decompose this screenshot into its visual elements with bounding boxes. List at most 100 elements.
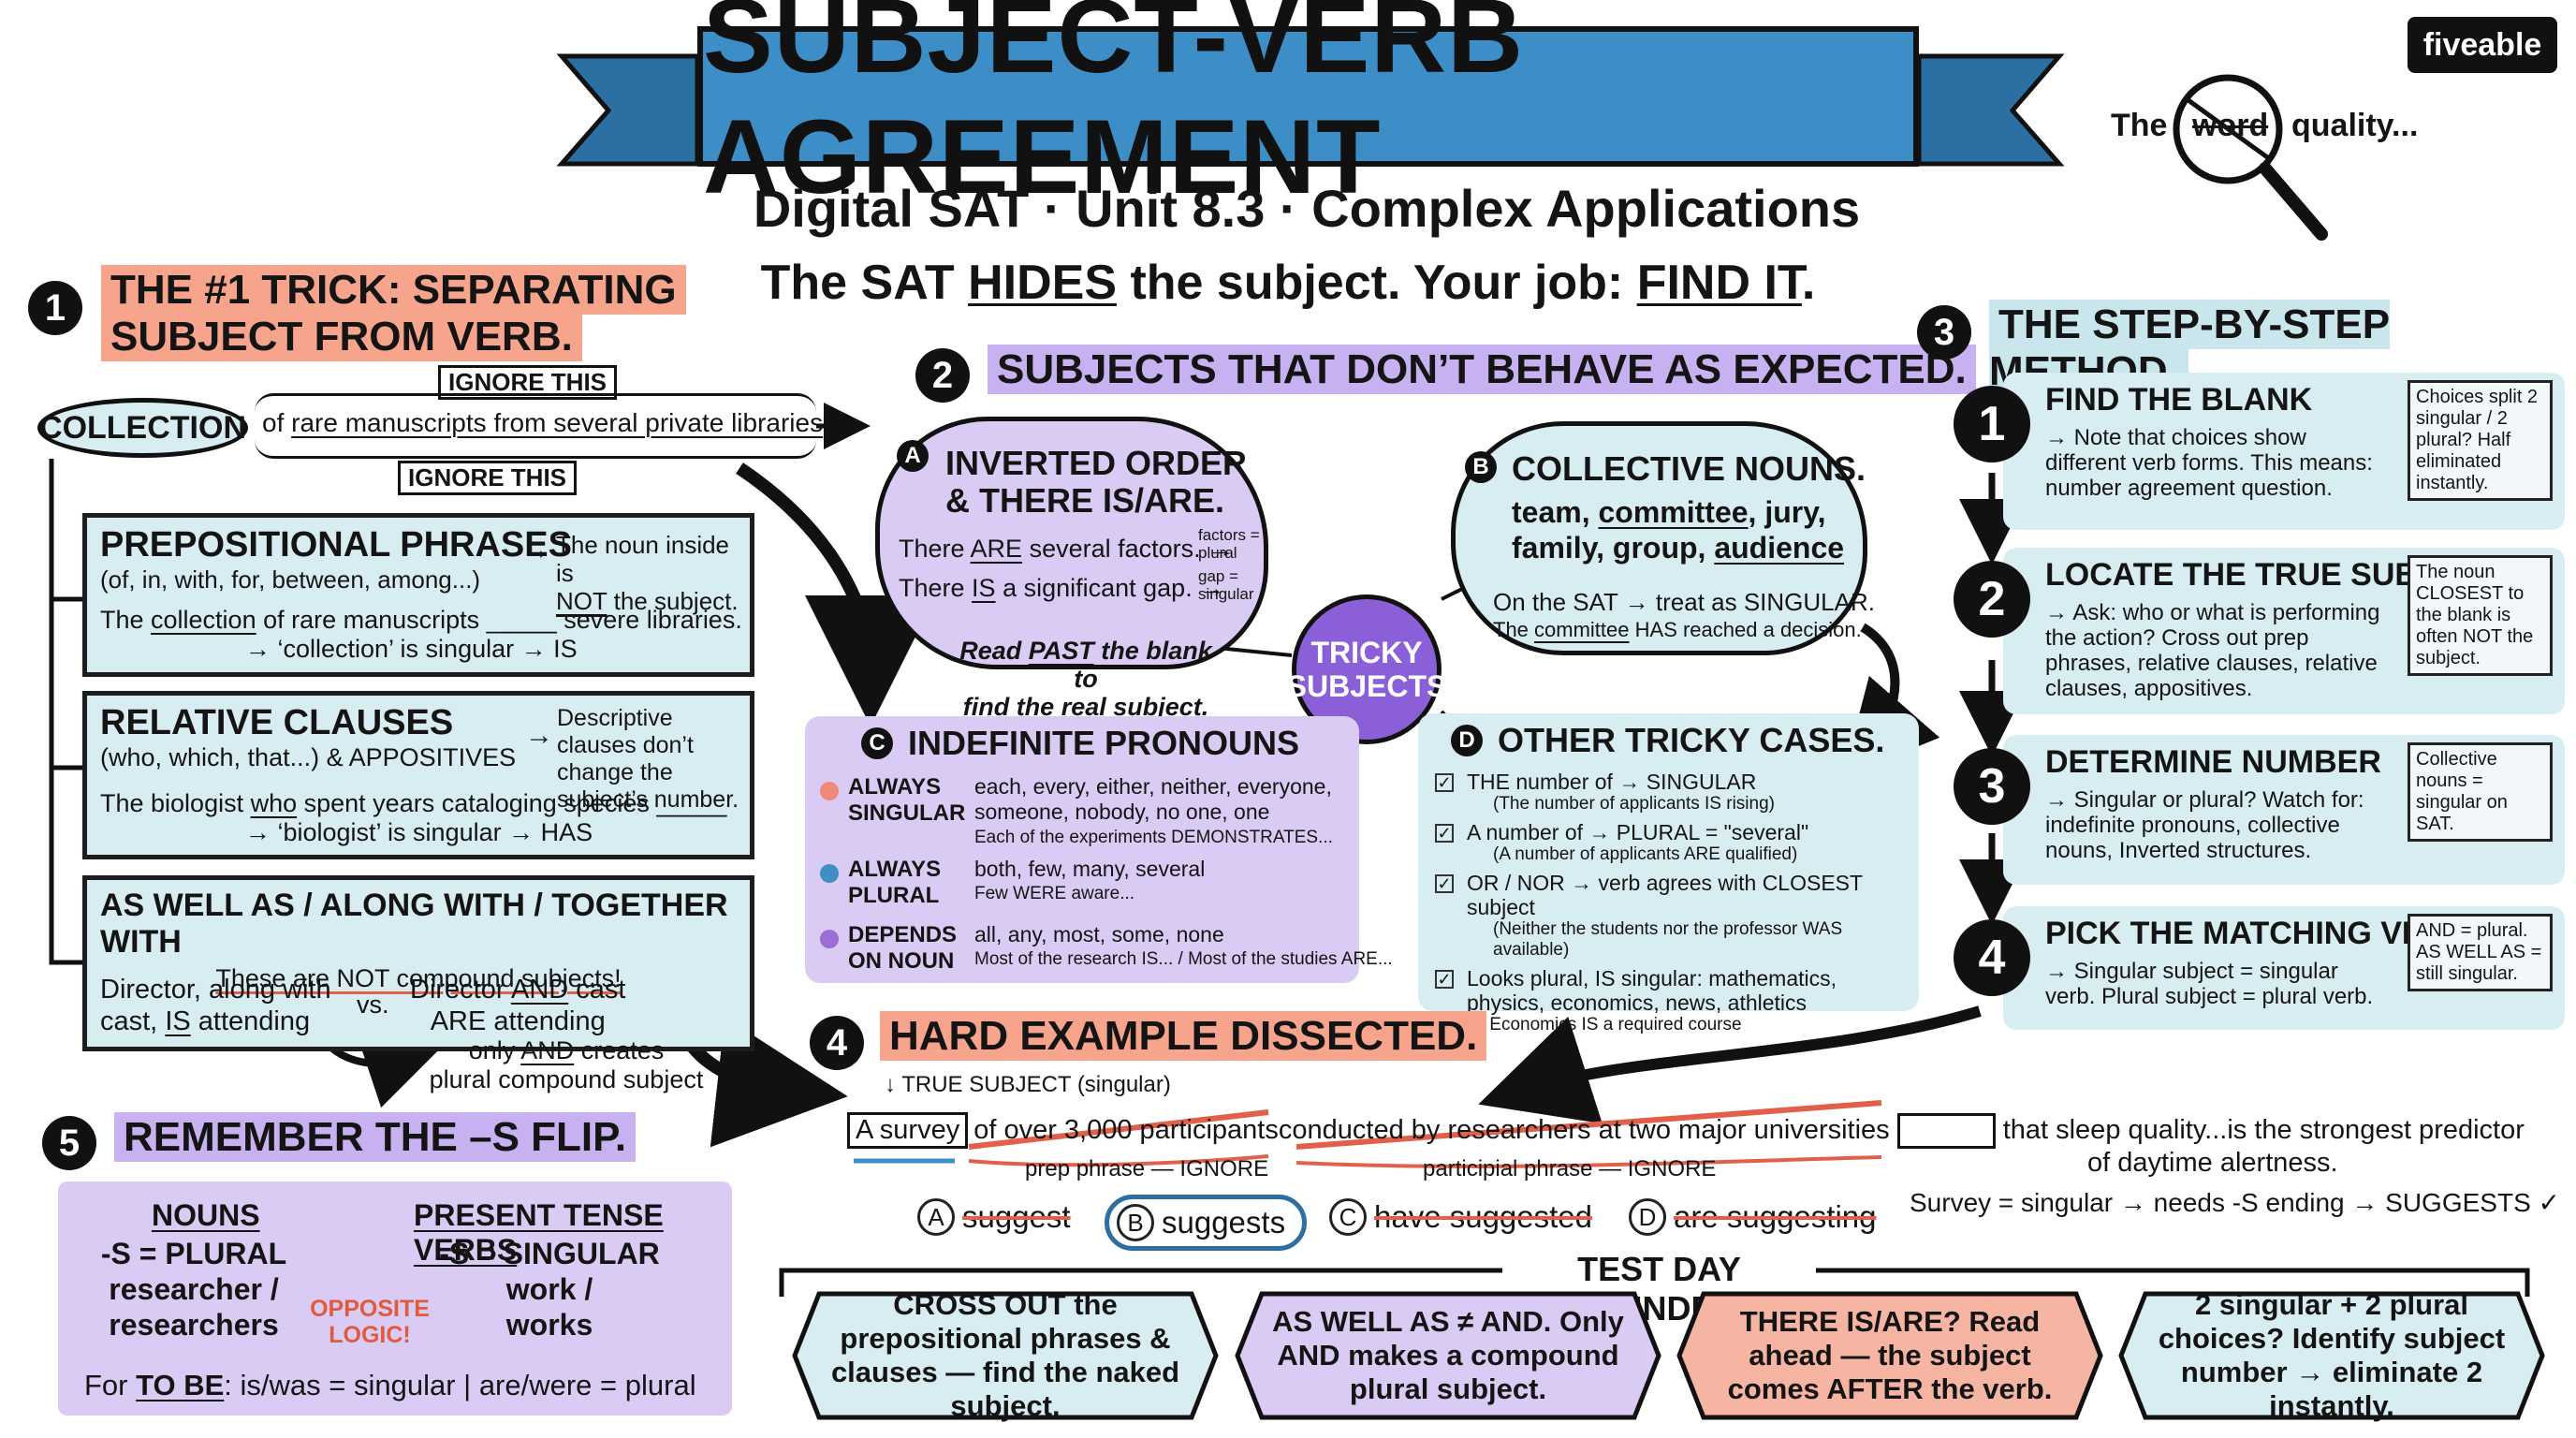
section2-title-text: SUBJECTS THAT DON’T BEHAVE AS EXPECTED.: [988, 345, 1976, 394]
reminder-card: 2 singular + 2 plural choices? Identify …: [2117, 1288, 2546, 1422]
b-ex-committee: committee: [1534, 618, 1630, 641]
aswell-left-l1: Director, along with: [100, 975, 331, 1005]
tricky-item: ✓ OR / NOR → verb agrees with CLOSEST sub…: [1435, 871, 1908, 961]
aswell-note-and: AND: [520, 1036, 575, 1064]
step-side-note: Choices split 2 singular / 2 plural? Hal…: [2408, 380, 2553, 501]
prep-title: PREPOSITIONAL PHRASES: [100, 525, 572, 565]
tricky-item: ✓THE number of → SINGULAR(The number of …: [1435, 770, 1908, 814]
reminder-card: THERE IS/ARE? Read ahead — the subject c…: [1676, 1290, 2104, 1421]
reminder-card-shape: [1676, 1291, 2103, 1420]
answer-result: Survey = singular → needs -S ending → SU…: [1910, 1188, 2560, 1217]
a-tip-past: PAST: [1028, 637, 1094, 665]
step-number: 4: [1954, 919, 2030, 996]
section2-number: 2: [915, 348, 970, 403]
aswell-title: AS WELL AS / ALONG WITH / TOGETHER WITH: [100, 888, 728, 960]
aswell-vs: vs.: [357, 990, 389, 1019]
reminder-card-shape: [792, 1291, 1219, 1420]
aswell-right-l1b: cast: [568, 975, 626, 1005]
pronoun-category: DEPENDS: [848, 922, 958, 947]
option-text: have suggested: [1374, 1199, 1593, 1234]
tricky-item-example: → Economics IS a required course: [1467, 1015, 1742, 1034]
verbs-line3: works: [505, 1308, 593, 1342]
prep-ex-b: of rare manuscripts _____ severe librari…: [256, 606, 742, 634]
box-c-letter: C: [861, 727, 893, 759]
b-l1-a: team,: [1512, 495, 1599, 529]
tagline-part: The SAT: [760, 256, 969, 310]
reminder-card-shape: [1235, 1291, 1661, 1420]
arrow-icon: →: [525, 720, 553, 751]
opposite-logic: OPPOSITE LOGIC!: [310, 1296, 430, 1348]
brand-name: fiveable: [2422, 26, 2542, 63]
cloud-a-title-l2: & THERE IS/ARE.: [945, 481, 1225, 520]
option-text: are suggesting: [1674, 1199, 1877, 1234]
ignored-phrase: of rare manuscripts from several private…: [255, 393, 823, 459]
step-card: DETERMINE NUMBER→ Singular or plural? Wa…: [2003, 735, 2565, 885]
step-side-note: The noun CLOSEST to the blank is often N…: [2408, 555, 2553, 676]
step-card: LOCATE THE TRUE SUBJECT→ Ask: who or wha…: [2003, 548, 2565, 714]
rel-example: The biologist who spent years cataloging…: [100, 789, 737, 818]
a-ex2-is: IS: [972, 574, 996, 602]
step-body: → Note that choices show different verb …: [2045, 425, 2373, 501]
b-l2-a: family, group,: [1512, 531, 1715, 565]
tagline-part: the subject. Your job:: [1117, 256, 1637, 310]
option-letter: B: [1117, 1204, 1154, 1241]
tricky-item-main: A number of → PLURAL = "several": [1467, 820, 1809, 844]
pronoun-words: each, every, either, neither, everyone, …: [974, 774, 1332, 824]
prep-ex-collection: collection: [151, 606, 256, 634]
a-ex2-a: There: [899, 574, 973, 602]
option-text: suggest: [962, 1199, 1071, 1234]
arrow-icon: →: [522, 535, 550, 565]
participial-phrase-text: conducted by researchers at two major un…: [1278, 1115, 1890, 1145]
aswell-note: only AND creates plural compound subject: [412, 1036, 721, 1094]
as-well-as-box: AS WELL AS / ALONG WITH / TOGETHER WITH …: [82, 875, 754, 1051]
tricky-item-main: OR / NOR → verb agrees with CLOSEST subj…: [1467, 871, 1863, 919]
a-ex1-are: ARE: [970, 535, 1023, 563]
checkbox-icon: ✓: [1435, 824, 1454, 843]
tricky-item-example: (Neither the students nor the professor …: [1493, 919, 1843, 960]
pronoun-category-l2: PLURAL: [848, 883, 940, 908]
pronoun-category-l2: SINGULAR: [848, 800, 966, 826]
section2-title: SUBJECTS THAT DON’T BEHAVE AS EXPECTED.: [988, 345, 1976, 394]
prep-phrases-box: PREPOSITIONAL PHRASES (of, in, with, for…: [82, 513, 754, 677]
step-card: FIND THE BLANK→ Note that choices show d…: [2003, 373, 2565, 530]
pronoun-example: Few WERE aware...: [974, 884, 1135, 903]
banner-tail-left: [556, 53, 700, 167]
page-tagline: The SAT HIDES the subject. Your job: FIN…: [0, 255, 2576, 311]
cloud-a-title-l1: INVERTED ORDER: [945, 444, 1248, 482]
section5-title: REMEMBER THE –S FLIP.: [114, 1112, 637, 1162]
section4-number: 4: [810, 1016, 864, 1070]
checkbox-icon: ✓: [1435, 874, 1454, 893]
magnifier-pre: The: [2111, 108, 2168, 143]
verbs-line2: work /: [505, 1272, 593, 1306]
aswell-right-and: AND: [510, 975, 569, 1005]
prep-note-a: The noun inside is: [556, 531, 730, 587]
aswell-left-is: IS: [165, 1006, 191, 1036]
pronoun-example: Each of the experiments DEMONSTRATES...: [974, 828, 1333, 847]
answer-blank[interactable]: [1896, 1112, 1996, 1149]
tricky-items: ✓THE number of → SINGULAR(The number of …: [1435, 770, 1908, 1041]
tagline-part: .: [1801, 256, 1816, 310]
aswell-right: Director AND cast ARE attending: [410, 974, 625, 1037]
step-card: PICK THE MATCHING VERB→ Singular subject…: [2003, 906, 2565, 1030]
box-c-title: INDEFINITE PRONOUNS: [908, 724, 1300, 762]
other-tricky-box: D OTHER TRICKY CASES. ✓THE number of → S…: [1418, 713, 1919, 1034]
phrase-of: of: [262, 408, 292, 437]
tagline-hides: HIDES: [968, 256, 1118, 310]
cloud-b-title: COLLECTIVE NOUNS.: [1512, 449, 1866, 488]
rel-sub: (who, which, that...) & APPOSITIVES: [100, 743, 517, 771]
section4-title: HARD EXAMPLE DISSECTED.: [880, 1011, 1487, 1061]
reminder-card-shape: [2118, 1291, 2545, 1420]
prep-note-b: the subject.: [607, 587, 739, 615]
section1-number: 1: [28, 281, 82, 335]
phrase-body: rare manuscripts from several private li…: [291, 408, 824, 437]
rel-example-2: → ‘biologist’ is singular → HAS: [245, 818, 593, 846]
brand-logo: fiveable: [2408, 17, 2557, 73]
